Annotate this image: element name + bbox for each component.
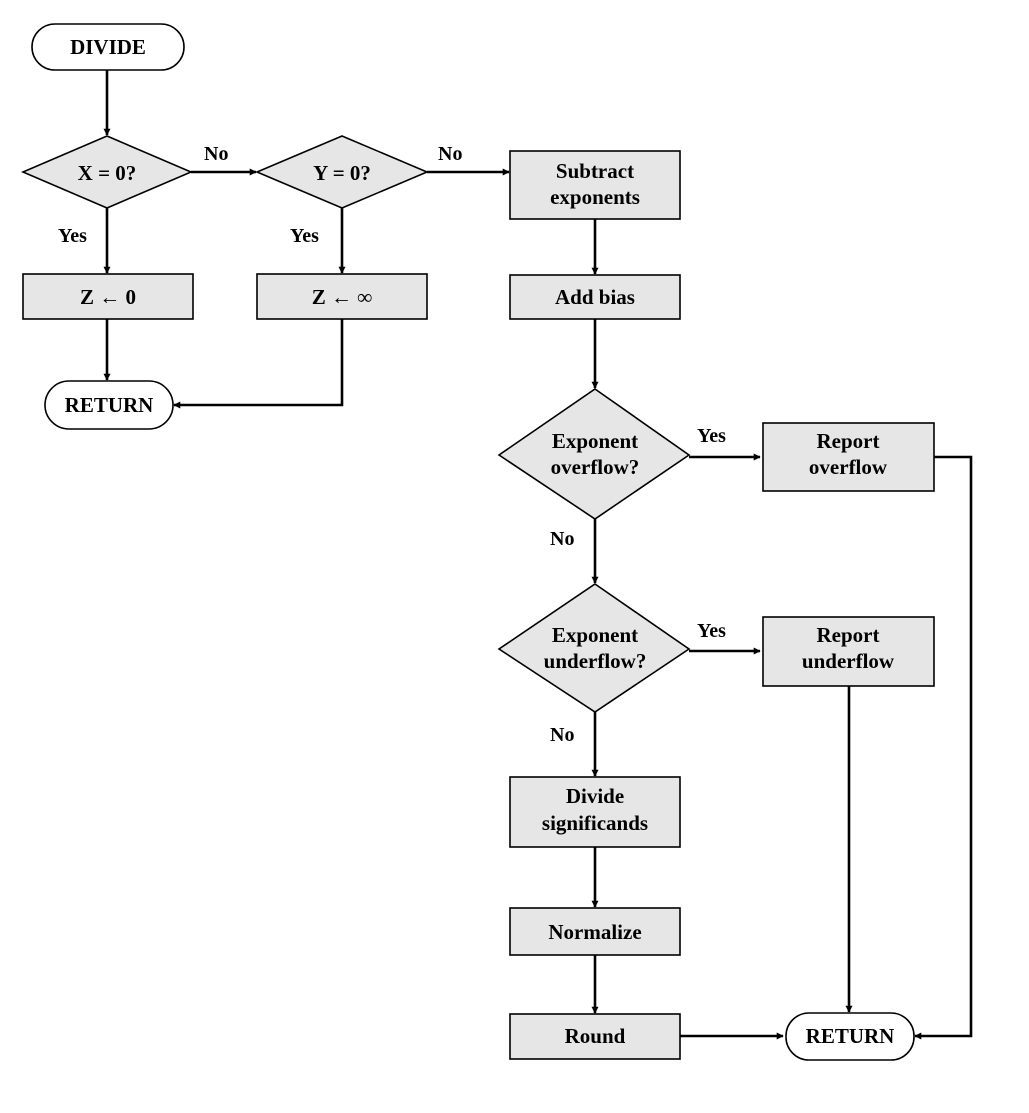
underflow-label-line-1: Exponent bbox=[552, 623, 638, 647]
return-left-terminal: RETURN bbox=[44, 380, 174, 430]
subtract-exponents-label-line-1: Subtract bbox=[556, 159, 634, 183]
divide-significands-label-line-2: significands bbox=[542, 811, 648, 835]
y-zero-label: Y = 0? bbox=[313, 161, 371, 185]
y-check-no-label: No bbox=[438, 143, 462, 165]
set-z-infinity-box: Z ← ∞ bbox=[256, 273, 428, 320]
x-check-no-label: No bbox=[204, 143, 228, 165]
normalize-label: Normalize bbox=[548, 920, 641, 944]
overflow-no-label: No bbox=[550, 528, 574, 550]
set-z-zero-box: Z ← 0 bbox=[22, 273, 194, 320]
overflow-label-line-1: Exponent bbox=[552, 429, 638, 453]
subtract-exponents-box: Subtract exponents bbox=[509, 150, 681, 220]
report-underflow-label-line-1: Report bbox=[817, 623, 880, 647]
x-zero-decision: X = 0? bbox=[20, 135, 194, 209]
set-z-infinity-label: Z ← ∞ bbox=[312, 285, 373, 309]
edge-report-overflow-to-return bbox=[914, 455, 973, 1040]
divide-start-terminal: DIVIDE bbox=[31, 23, 185, 71]
overflow-label-line-2: overflow? bbox=[551, 455, 640, 479]
overflow-yes-label: Yes bbox=[697, 425, 726, 447]
connectors bbox=[103, 70, 973, 1040]
return-right-label: RETURN bbox=[806, 1024, 895, 1048]
round-label: Round bbox=[565, 1024, 626, 1048]
round-box: Round bbox=[509, 1013, 681, 1060]
subtract-exponents-label-line-2: exponents bbox=[550, 185, 640, 209]
y-check-yes-label: Yes bbox=[290, 225, 319, 247]
divide-significands-box: Divide significands bbox=[509, 776, 681, 848]
normalize-box: Normalize bbox=[509, 907, 681, 956]
underflow-decision: Exponent underflow? bbox=[497, 583, 691, 713]
x-zero-label: X = 0? bbox=[78, 161, 137, 185]
return-right-terminal: RETURN bbox=[785, 1012, 915, 1061]
underflow-no-label: No bbox=[550, 724, 574, 746]
report-overflow-box: Report overflow bbox=[762, 422, 935, 492]
divide-start-label: DIVIDE bbox=[70, 35, 146, 59]
report-underflow-box: Report underflow bbox=[762, 616, 935, 687]
return-left-label: RETURN bbox=[65, 393, 154, 417]
x-check-yes-label: Yes bbox=[58, 225, 87, 247]
report-overflow-label-line-1: Report bbox=[817, 429, 880, 453]
divide-significands-label-line-1: Divide bbox=[566, 784, 624, 808]
set-z-zero-label: Z ← 0 bbox=[80, 285, 136, 309]
edge-z-infinity-to-return bbox=[173, 319, 344, 409]
report-overflow-label-line-2: overflow bbox=[809, 455, 888, 479]
add-bias-box: Add bias bbox=[509, 274, 681, 320]
overflow-decision: Exponent overflow? bbox=[497, 388, 691, 520]
underflow-yes-label: Yes bbox=[697, 620, 726, 642]
add-bias-label: Add bias bbox=[555, 285, 635, 309]
y-zero-decision: Y = 0? bbox=[254, 135, 430, 209]
underflow-label-line-2: underflow? bbox=[544, 649, 647, 673]
report-underflow-label-line-2: underflow bbox=[802, 649, 895, 673]
